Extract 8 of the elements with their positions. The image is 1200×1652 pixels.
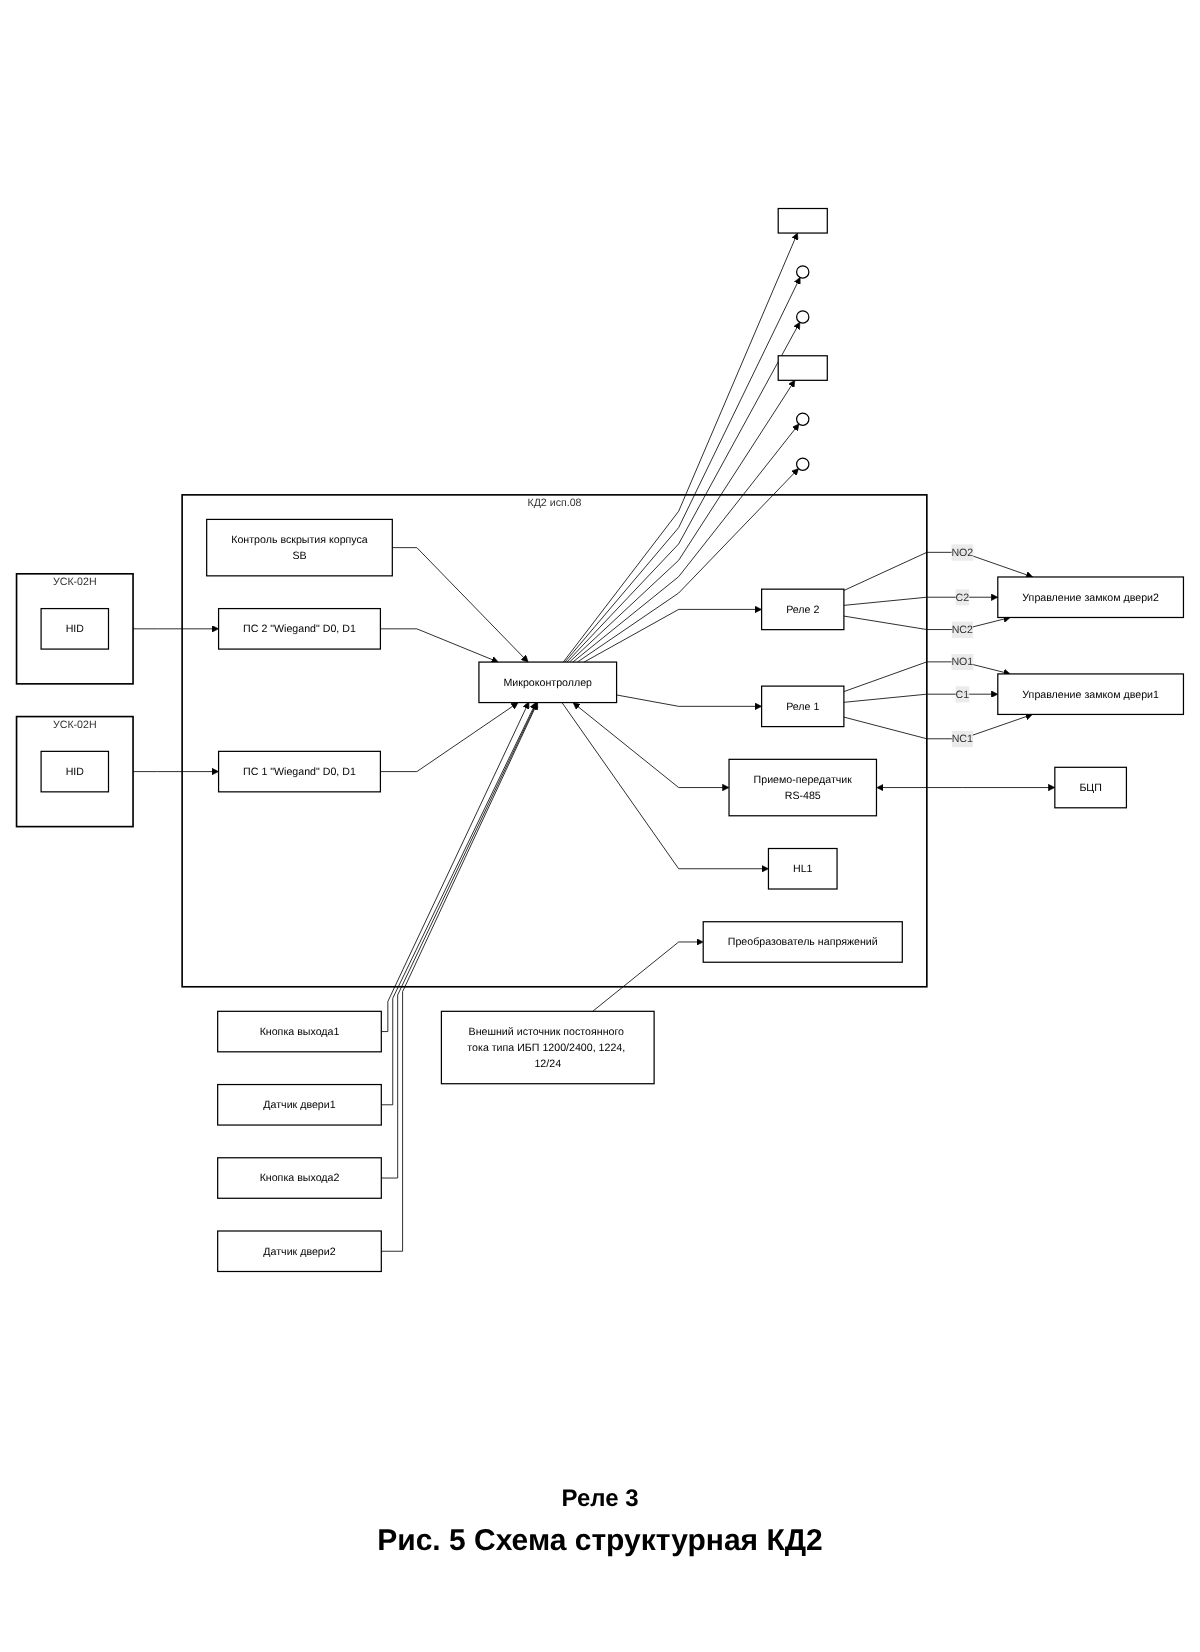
node-circle (796, 412, 810, 426)
note-label: Реле 3 (561, 1484, 639, 1512)
node-circle (796, 265, 810, 279)
figure-caption: Рис. 5 Схема структурная КД2 (377, 1524, 823, 1558)
node-circle (796, 310, 810, 324)
node-circle (796, 457, 810, 471)
node-box (777, 207, 828, 234)
node-box (777, 355, 828, 381)
